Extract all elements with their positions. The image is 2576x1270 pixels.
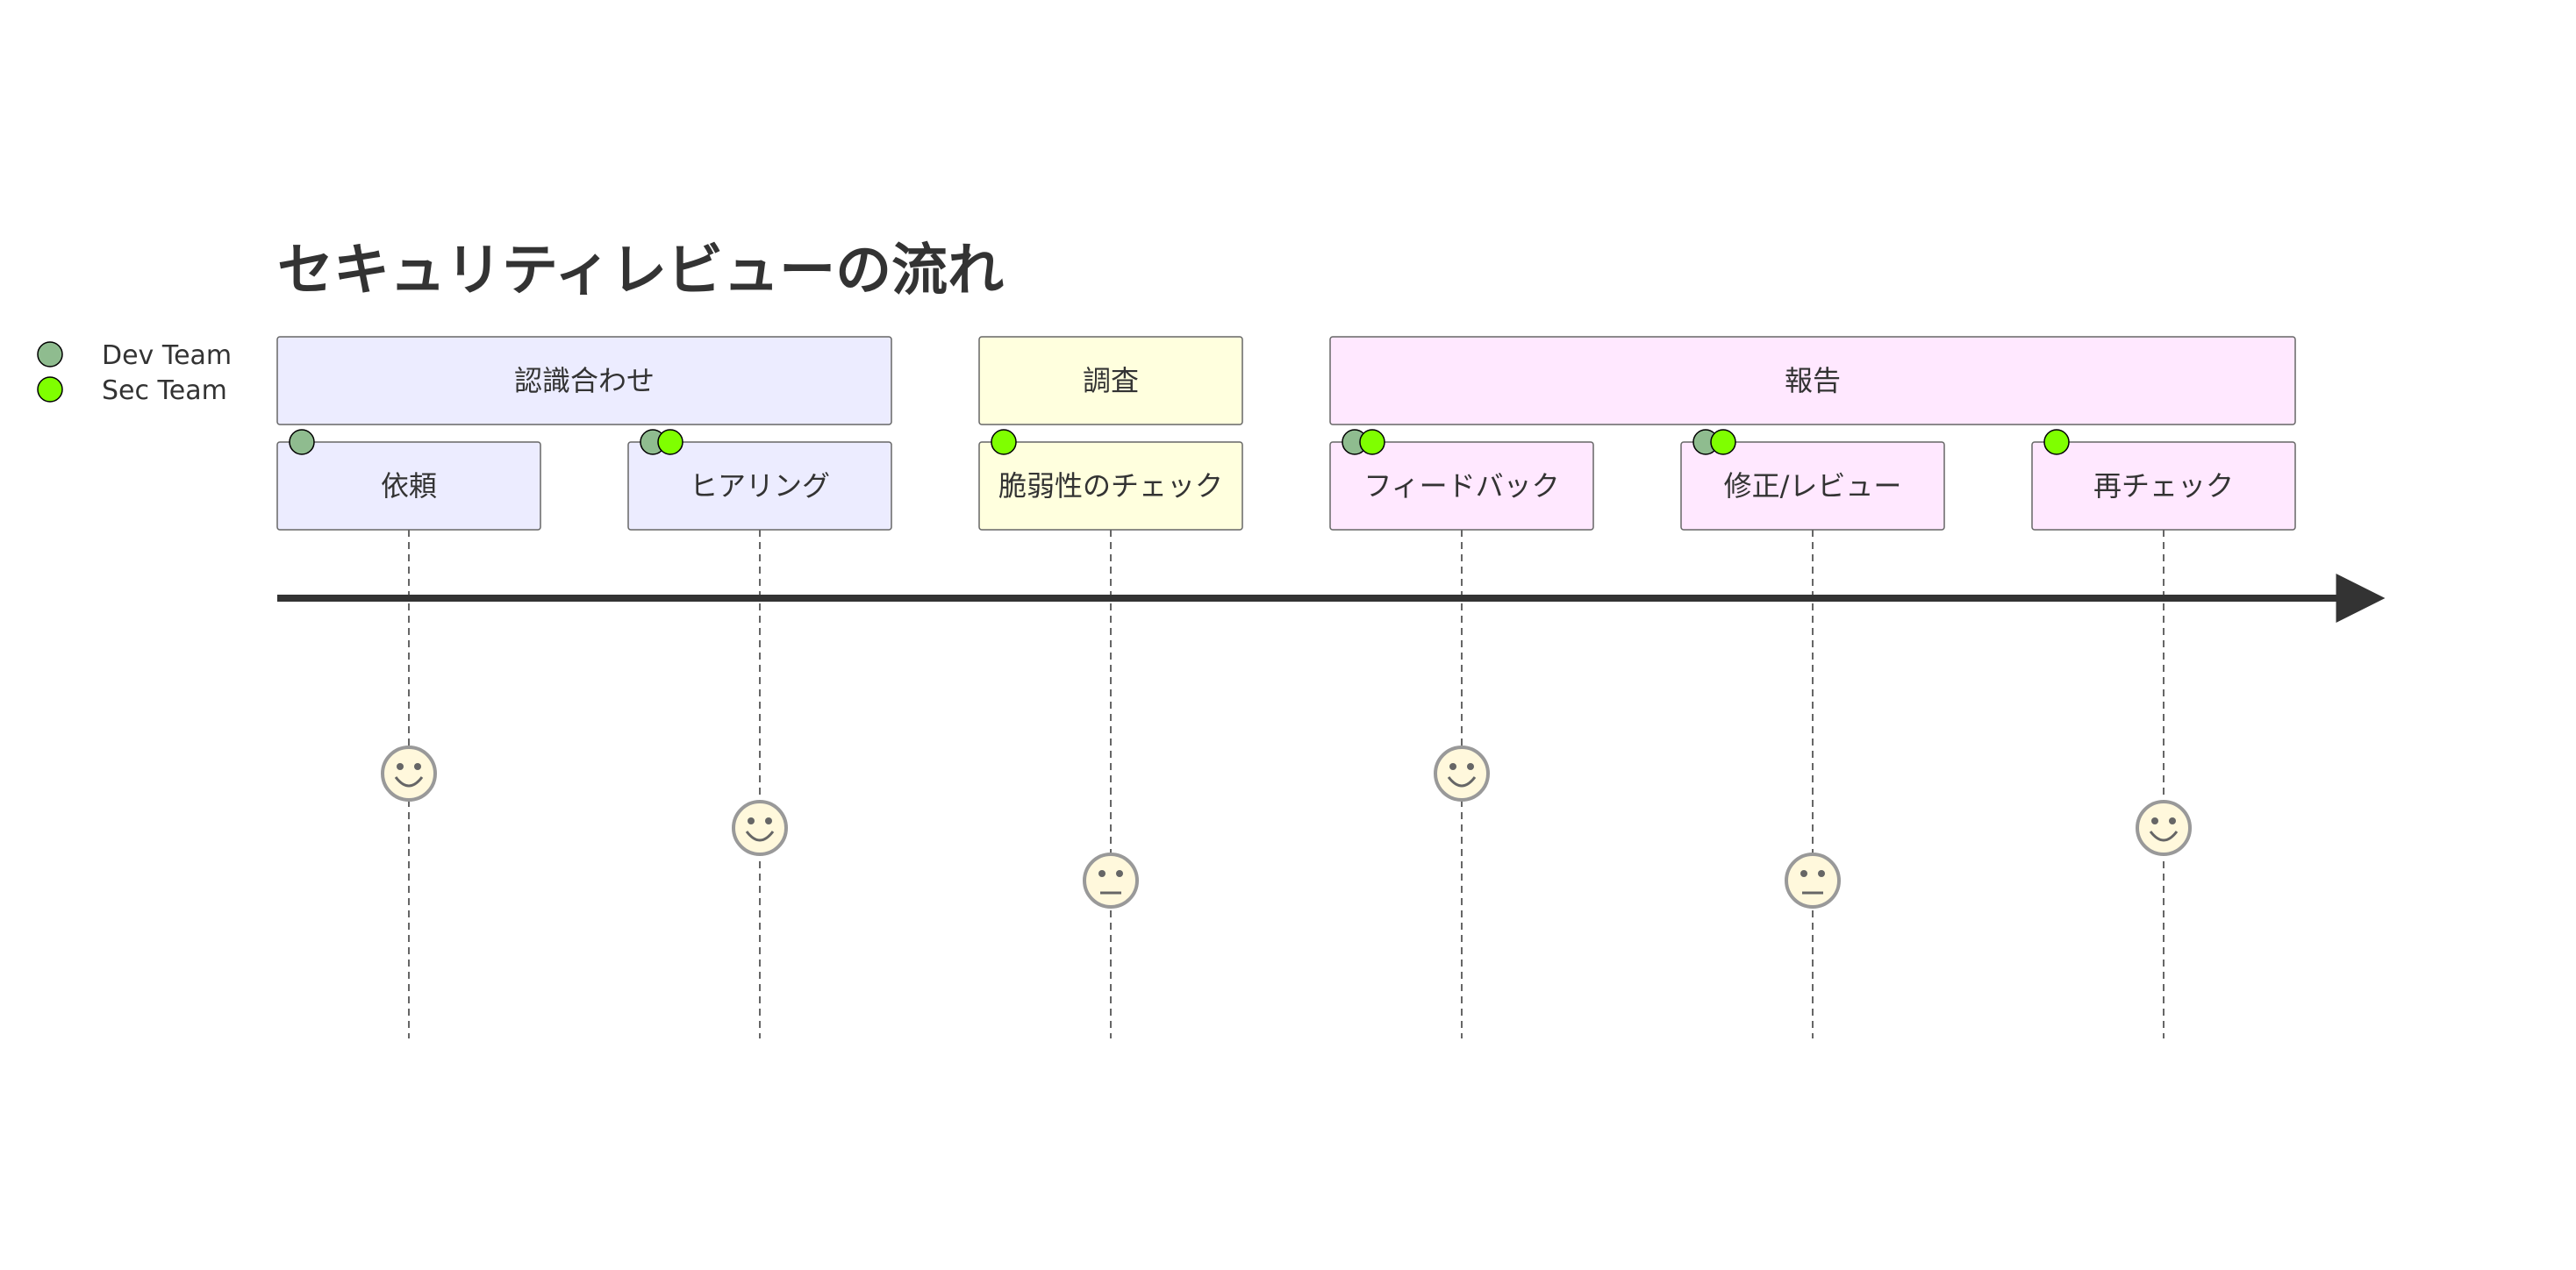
section-label-2: 報告	[1785, 364, 1841, 397]
task-label-1: ヒアリング	[690, 469, 830, 503]
section-label-0: 認識合わせ	[514, 364, 655, 397]
legend-dot-0	[37, 341, 63, 367]
legend-label-1: Sec Team	[102, 375, 227, 406]
tasks: 依頼 ヒアリング 脆弱性のチェック フィードバック 修正/レビュー 再チェック	[276, 429, 2296, 1038]
task-box-3	[1329, 441, 1594, 531]
score-face-icon-4	[1785, 853, 1841, 909]
task-actor-dot-0-0	[289, 429, 315, 455]
score-face-icon-1	[732, 800, 788, 856]
task-label-5: 再チェック	[2093, 469, 2234, 503]
task-box-4	[1680, 441, 1945, 531]
task-label-0: 依頼	[381, 469, 437, 503]
section-label-1: 調査	[1083, 364, 1139, 397]
section-box-0	[276, 336, 892, 425]
score-face-icon-3	[1434, 746, 1490, 802]
task-actor-dot-4-1	[1710, 429, 1736, 455]
diagram-title: セキュリティレビューの流れ	[277, 239, 1004, 303]
task-label-3: フィードバック	[1363, 469, 1559, 503]
task-label-2: 脆弱性のチェック	[998, 469, 1223, 503]
task-box-0	[276, 441, 541, 531]
sections: 認識合わせ 調査 報告	[276, 336, 2296, 425]
score-face-icon-2	[1083, 853, 1139, 909]
score-face-icon-5	[2136, 800, 2192, 856]
task-actor-dot-5-0	[2043, 429, 2070, 455]
task-actor-dot-2-0	[991, 429, 1017, 455]
task-box-1	[627, 441, 892, 531]
task-box-2	[978, 441, 1243, 531]
legend-label-0: Dev Team	[102, 340, 232, 371]
section-box-2	[1329, 336, 2296, 425]
section-box-1	[978, 336, 1243, 425]
task-label-4: 修正/レビュー	[1724, 469, 1902, 503]
task-actor-dot-1-1	[657, 429, 683, 455]
task-box-5	[2031, 441, 2296, 531]
score-face-icon-0	[381, 746, 437, 802]
task-actor-dot-3-1	[1359, 429, 1385, 455]
legend-dot-1	[37, 376, 63, 403]
